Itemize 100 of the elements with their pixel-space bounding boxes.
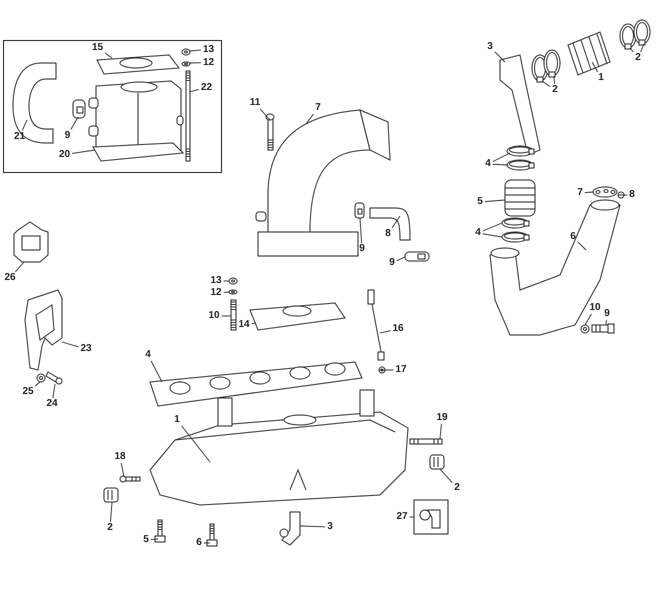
leader-line <box>223 292 230 293</box>
hose-clamp-drawing <box>506 160 534 170</box>
leader-line <box>223 280 230 282</box>
leader-line <box>618 194 628 196</box>
stud-drawing <box>230 300 236 330</box>
washer-drawing <box>182 62 190 66</box>
leader-line <box>22 120 28 131</box>
hose-fitting-drawing <box>414 500 448 534</box>
leader-line <box>606 320 607 326</box>
leader-line <box>542 80 551 88</box>
callout-number: 8 <box>628 190 636 200</box>
callout-number: 7 <box>576 188 584 198</box>
exhaust-manifold-drawing <box>149 390 409 506</box>
callout-number: 3 <box>326 522 334 532</box>
y-pipe-drawing <box>489 200 621 336</box>
callout-number: 9 <box>603 309 611 319</box>
hose-drawing <box>370 208 410 240</box>
leader-line <box>482 222 502 232</box>
callout-number: 19 <box>435 413 449 423</box>
callout-number: 10 <box>207 311 221 321</box>
leader-line <box>188 89 200 92</box>
leader-line <box>251 322 256 324</box>
stud-drawing <box>410 438 442 444</box>
leader-line <box>630 48 634 52</box>
leader-line <box>300 526 326 528</box>
washer-drawing <box>228 290 238 294</box>
callout-number: 3 <box>486 42 494 52</box>
callout-number: 12 <box>202 58 216 68</box>
riser-block-drawing <box>88 80 184 162</box>
callout-number: 10 <box>588 303 602 313</box>
callout-number: 2 <box>453 483 461 493</box>
leader-line <box>306 114 314 124</box>
callout-number: 18 <box>113 452 127 462</box>
plug-drawing <box>104 488 118 502</box>
callout-number: 12 <box>209 288 223 298</box>
bolt-drawing <box>154 520 166 542</box>
bolt-drawing <box>120 476 140 482</box>
hose-clamp-drawing <box>502 218 530 228</box>
leader-line <box>52 384 56 398</box>
leader-line <box>396 256 406 262</box>
callout-number: 24 <box>45 399 59 409</box>
hose-drawing <box>12 62 56 144</box>
hose-clamp-drawing <box>354 202 364 218</box>
bellows-drawing <box>504 180 536 216</box>
washer-drawing <box>36 374 46 382</box>
callout-number: 1 <box>173 415 181 425</box>
leader-line <box>203 542 210 544</box>
callout-number: 25 <box>21 387 35 397</box>
callout-number: 11 <box>248 98 262 108</box>
callout-number: 9 <box>64 130 72 140</box>
mounting-plate-drawing <box>24 289 62 371</box>
callout-number: 6 <box>195 538 203 548</box>
bolt-drawing <box>266 114 274 150</box>
leader-line <box>188 62 202 64</box>
callout-number: 14 <box>237 320 251 330</box>
leader-line <box>70 116 78 130</box>
leader-line <box>110 502 112 522</box>
callout-number: 26 <box>3 273 17 283</box>
stud-drawing <box>186 70 190 162</box>
gasket-drawing <box>592 186 618 198</box>
callout-number: 2 <box>551 85 559 95</box>
callout-number: 5 <box>476 197 484 207</box>
hose-clamp-drawing <box>506 146 534 156</box>
leader-line <box>492 152 510 162</box>
exhaust-elbow-drawing <box>256 109 391 256</box>
temperature-sensor-drawing <box>368 290 384 360</box>
leader-line <box>409 516 414 518</box>
leader-line <box>494 51 506 62</box>
hose-clamp-drawing <box>634 20 650 46</box>
leader-line <box>72 150 96 154</box>
callout-number: 27 <box>395 512 409 522</box>
callout-number: 7 <box>314 103 322 113</box>
leader-line <box>150 360 162 382</box>
gasket-drawing <box>96 54 180 75</box>
elbow-fitting-drawing <box>280 512 300 546</box>
leader-line <box>440 424 442 440</box>
leader-line <box>181 426 210 462</box>
bolt-drawing <box>206 524 218 546</box>
callout-number: 6 <box>569 232 577 242</box>
hose-clamp-drawing <box>544 50 560 78</box>
callout-number: 15 <box>90 42 104 52</box>
leader-line <box>592 62 598 72</box>
callout-number: 16 <box>391 324 405 334</box>
callout-number: 23 <box>79 344 93 354</box>
flapper-drawing <box>14 221 48 262</box>
callout-number: 13 <box>209 276 223 286</box>
callout-number: 9 <box>388 258 396 268</box>
leader-line <box>104 52 112 58</box>
leader-line <box>150 538 158 540</box>
callout-number: 4 <box>484 159 492 169</box>
nut-drawing <box>182 48 190 56</box>
callout-number: 20 <box>58 150 72 160</box>
leader-line <box>554 76 556 84</box>
leader-line <box>584 314 592 326</box>
leader-line <box>440 468 453 484</box>
washer-drawing <box>580 324 590 334</box>
callout-number: 2 <box>106 523 114 533</box>
exhaust-gasket-drawing <box>149 361 363 407</box>
leader-line <box>392 216 400 228</box>
leader-line <box>577 241 586 250</box>
